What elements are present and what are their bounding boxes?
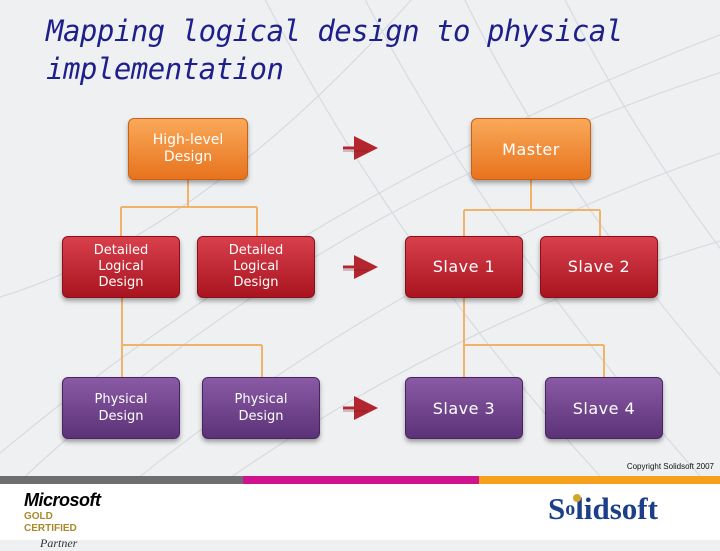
title-line-2: implementation bbox=[46, 52, 284, 86]
box-label: Master bbox=[502, 139, 560, 159]
box-label-line: Design bbox=[163, 149, 213, 165]
logo-dot-icon bbox=[573, 494, 581, 502]
partner-label: Partner bbox=[40, 536, 78, 550]
slave-3-box: Slave 3 bbox=[405, 377, 523, 439]
footer-stripe-orange bbox=[479, 476, 720, 484]
slave-2-box: Slave 2 bbox=[540, 236, 658, 298]
footer-stripe-gray bbox=[0, 476, 243, 484]
logo-letters-rest: lidsoft bbox=[575, 491, 658, 526]
logo-letter-o: o bbox=[565, 498, 576, 520]
box-label: Slave 4 bbox=[572, 398, 636, 418]
microsoft-gold-partner-logo: Microsoft GOLD CERTIFIED Partner bbox=[24, 490, 104, 551]
box-label-line: Design bbox=[98, 275, 144, 290]
high-level-design-box: High-level Design bbox=[128, 118, 248, 180]
logo-letter-s: S bbox=[548, 491, 566, 526]
box-label-line: Design bbox=[233, 275, 279, 290]
footer-stripe-pink bbox=[243, 476, 479, 484]
detailed-logical-design-box-left: Detailed Logical Design bbox=[62, 236, 180, 298]
box-label-line: Detailed bbox=[93, 243, 149, 258]
detailed-logical-design-box-right: Detailed Logical Design bbox=[197, 236, 315, 298]
master-box: Master bbox=[471, 118, 591, 180]
connector-high-level bbox=[120, 180, 258, 236]
slave-1-box: Slave 1 bbox=[405, 236, 523, 298]
physical-design-box-right: Physical Design bbox=[202, 377, 320, 439]
connector-master bbox=[463, 180, 601, 236]
slave-4-box: Slave 4 bbox=[545, 377, 663, 439]
gold-certified-label: GOLD CERTIFIED bbox=[24, 511, 77, 534]
box-label-line: Design bbox=[238, 409, 284, 424]
box-label-line: Detailed bbox=[228, 243, 284, 258]
box-label-line: Physical bbox=[234, 392, 288, 407]
slide-title: Mapping logical design to physical imple… bbox=[46, 12, 686, 88]
box-label-line: Physical bbox=[94, 392, 148, 407]
copyright-text: Copyright Solidsoft 2007 bbox=[626, 462, 714, 471]
box-label: Slave 2 bbox=[567, 257, 631, 276]
footer bbox=[0, 484, 720, 540]
box-label-line: Logical bbox=[233, 259, 279, 274]
box-label: Slave 3 bbox=[432, 398, 496, 418]
connector-slave1 bbox=[463, 298, 605, 377]
physical-design-box-left: Physical Design bbox=[62, 377, 180, 439]
box-label-line: High-level bbox=[152, 132, 224, 148]
microsoft-wordmark: Microsoft bbox=[24, 490, 101, 510]
box-label-line: Logical bbox=[98, 259, 144, 274]
box-label: Slave 1 bbox=[432, 257, 496, 276]
connector-detailed-logical bbox=[121, 298, 263, 377]
title-line-1: Mapping logical design to physical bbox=[46, 14, 623, 48]
box-label-line: Design bbox=[98, 409, 144, 424]
